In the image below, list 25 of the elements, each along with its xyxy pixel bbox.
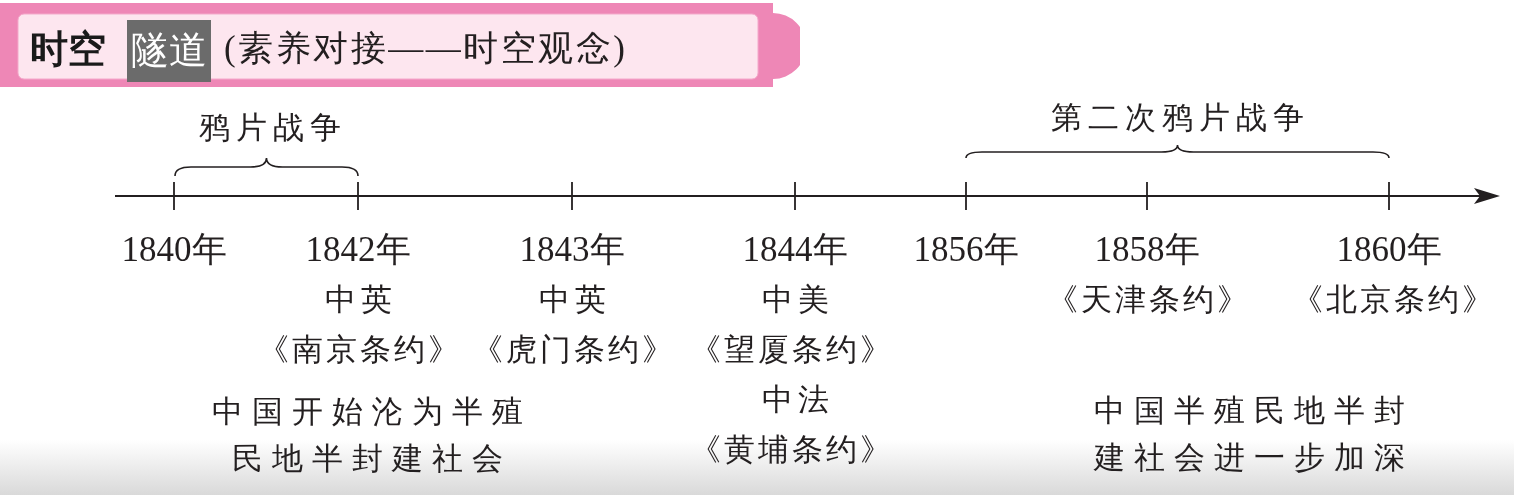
highlighted-heading: 隧道: [127, 20, 211, 82]
year-label: 1860年: [1336, 228, 1442, 271]
year-label: 1843年: [519, 228, 625, 271]
significance-note: 中国开始沦为半殖民地半封建社会: [210, 392, 533, 477]
banner-heading: 时空: [30, 26, 106, 73]
treaty-name: 《天津条约》: [1045, 280, 1251, 319]
year-label: 1840年: [121, 228, 227, 271]
year-label: 1842年: [305, 228, 411, 271]
treaty-name: 《南京条约》: [256, 330, 462, 369]
treaty-parties: 中英: [537, 280, 611, 319]
banner-subtitle: (素养对接——时空观念): [224, 28, 628, 70]
treaty-name: 《望厦条约》: [688, 330, 894, 369]
treaty-name: 《虎门条约》: [470, 330, 676, 369]
treaty-parties: 中英: [323, 280, 397, 319]
period-label: 鸦片战争: [198, 108, 347, 147]
year-label: 1858年: [1094, 228, 1200, 271]
period-label: 第二次鸦片战争: [1049, 98, 1310, 137]
year-label: 1844年: [742, 228, 848, 271]
treaty-parties: 中法: [760, 380, 834, 419]
treaty-parties: 中美: [760, 280, 834, 319]
title-banner: [0, 0, 800, 90]
treaty-name: 《北京条约》: [1290, 280, 1496, 319]
year-label: 1856年: [913, 228, 1019, 271]
significance-note: 中国半殖民地半封建社会进一步加深: [1092, 391, 1415, 476]
treaty-name: 《黄埔条约》: [688, 430, 894, 469]
